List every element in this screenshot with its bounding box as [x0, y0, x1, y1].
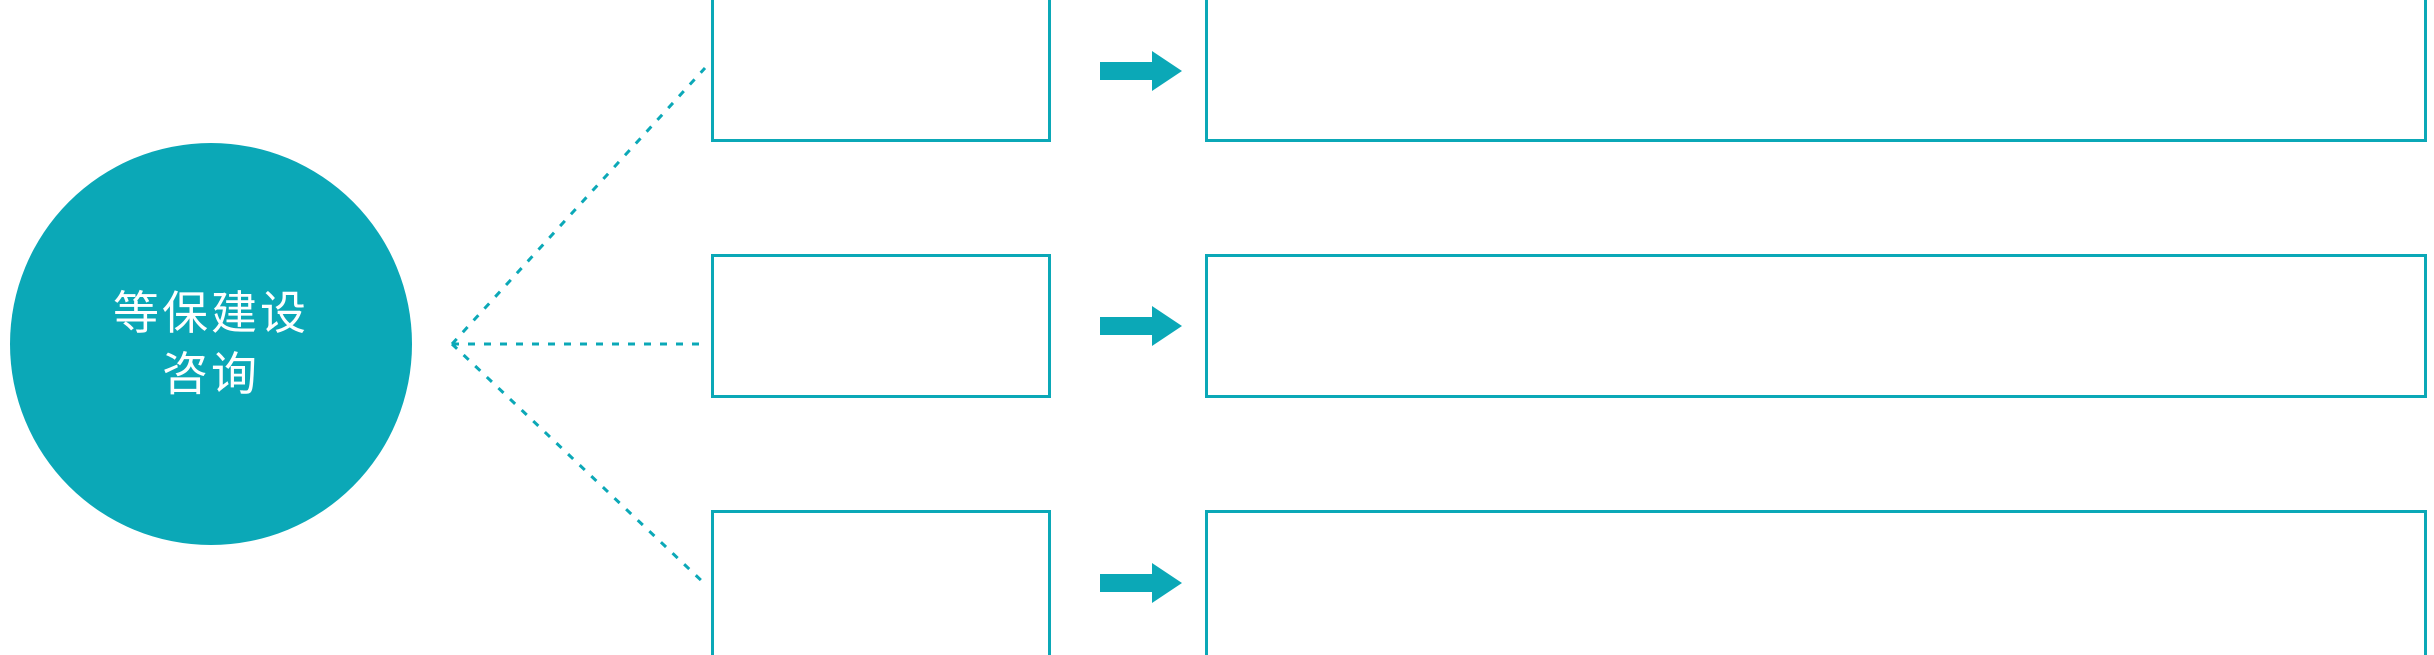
- hub-title-line-2: 咨询: [162, 348, 260, 400]
- hub-title-line-1: 等保建设: [113, 287, 309, 340]
- diagram-row-1: [0, 0, 2434, 142]
- arrow-right-icon: [1100, 304, 1182, 348]
- row-1-label-box[interactable]: [711, 0, 1051, 142]
- row-2-detail-box[interactable]: [1205, 254, 2427, 398]
- diagram-row-3: [0, 510, 2434, 655]
- arrow-right-icon: [1100, 561, 1182, 605]
- row-3-label-box[interactable]: [711, 510, 1051, 655]
- hub-circle[interactable]: 等保建设 咨询: [10, 143, 412, 545]
- row-1-detail-box[interactable]: [1205, 0, 2427, 142]
- row-2-label-box[interactable]: [711, 254, 1051, 398]
- arrow-right-icon: [1100, 49, 1182, 93]
- row-3-detail-box[interactable]: [1205, 510, 2427, 655]
- diagram-row-2: [0, 254, 2434, 398]
